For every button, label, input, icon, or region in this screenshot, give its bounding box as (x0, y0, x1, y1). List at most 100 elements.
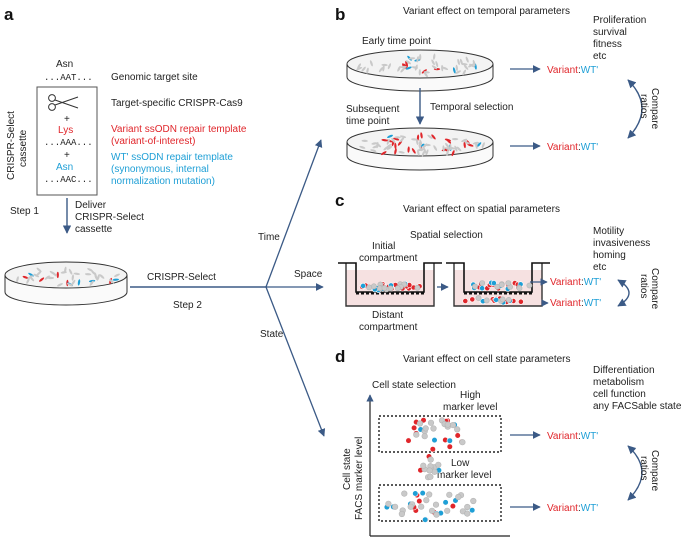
panel-d: d Variant effect on cell state parameter… (335, 347, 682, 537)
cell (433, 511, 440, 518)
step1-label: Step 1 (10, 206, 39, 217)
cell (470, 497, 477, 505)
cell (454, 426, 461, 433)
cell (405, 66, 412, 70)
cell (36, 271, 42, 276)
temporal-selection-label: Temporal selection (430, 102, 513, 113)
cell (456, 146, 462, 152)
cell (398, 510, 406, 518)
ratio-b-subsequent: Variant:WT' (547, 142, 598, 153)
cell (397, 65, 401, 72)
cell (376, 141, 379, 149)
cell (393, 137, 400, 141)
spatial-selection-label: Spatial selection (410, 230, 483, 241)
temporal-outcome-0: Proliferation (593, 15, 646, 26)
state-outcome-3: any FACSable state (593, 401, 682, 412)
cell (472, 141, 480, 145)
cell (99, 274, 105, 279)
cell (455, 70, 461, 74)
cell (84, 273, 92, 276)
cell (451, 137, 459, 141)
cell (381, 139, 388, 142)
cell (475, 295, 482, 301)
cell (411, 424, 418, 432)
cell (419, 54, 422, 61)
spatial-outcome-0: Motility (593, 226, 624, 237)
ratio-b-early: Variant:WT' (547, 65, 598, 76)
panel-b-title: Variant effect on temporal parameters (403, 6, 570, 17)
cell (431, 437, 438, 444)
plus-sign-1: + (64, 114, 70, 125)
cell (60, 271, 67, 274)
cell (418, 69, 421, 76)
cell (71, 274, 74, 281)
spatial-outcomes: Motility invasiveness homing etc (593, 226, 650, 273)
cell (420, 462, 427, 469)
cell (426, 467, 433, 474)
cell (366, 284, 372, 291)
cell (425, 149, 429, 156)
cell (369, 60, 373, 67)
cell (505, 280, 512, 286)
cell (400, 67, 405, 73)
cell (464, 510, 471, 517)
ratio-d-low: Variant:WT' (547, 503, 598, 514)
cell (394, 136, 401, 139)
cell (391, 137, 396, 144)
cell (36, 267, 42, 273)
cell (361, 139, 368, 143)
cell (56, 271, 59, 279)
cell (479, 280, 486, 286)
cell (416, 56, 419, 63)
cell (366, 67, 369, 74)
cell (407, 503, 414, 510)
cell (89, 280, 94, 286)
initial-line1: Initial (372, 241, 395, 252)
transwell-distant (446, 262, 550, 307)
temporal-outcome-3: etc (593, 51, 606, 62)
cell (449, 146, 456, 150)
cell (428, 507, 436, 514)
aat-sequence: ...AAT... (44, 73, 93, 83)
cell (87, 268, 94, 272)
cell (499, 296, 506, 303)
cell (467, 143, 474, 147)
cell-cluster (359, 132, 485, 157)
cell (405, 437, 412, 444)
panel-a: a CRISPR-Select cassette Asn ...AAT... +… (4, 5, 326, 437)
compare-b-line2: ratios (638, 94, 649, 118)
ratio-c-distant: Variant:WT' (550, 298, 601, 309)
panel-c: c Variant effect on spatial parameters S… (335, 191, 660, 333)
yaxis-line1: Cell state (342, 448, 353, 490)
cell (370, 149, 377, 153)
cell (469, 507, 476, 514)
cell (442, 145, 445, 152)
cell (412, 490, 419, 497)
cell (446, 138, 452, 144)
cell (44, 275, 50, 280)
cell (427, 473, 434, 480)
cell (435, 461, 442, 468)
culture-dish-a (4, 261, 128, 306)
aac-sequence: ...AAC... (44, 175, 93, 185)
cell (432, 501, 440, 508)
cell (57, 283, 63, 287)
cell (418, 141, 422, 149)
aaa-sequence: ...AAA... (44, 138, 93, 148)
cell (498, 281, 505, 288)
cell (423, 71, 430, 74)
distant-line1: Distant (372, 310, 403, 321)
cell (52, 272, 58, 277)
cell (442, 499, 449, 506)
cell (114, 273, 120, 277)
compare-ratios-c-arrow (617, 279, 630, 307)
cell-state-outcomes: Differentiation metabolism cell function… (593, 365, 682, 412)
cell (381, 285, 388, 291)
culture-dish-subsequent (346, 127, 494, 171)
cell (431, 59, 435, 66)
cell (481, 142, 485, 149)
cell (475, 142, 478, 150)
cell (451, 150, 455, 157)
cell (398, 151, 405, 154)
step2-label: Step 2 (173, 300, 202, 311)
